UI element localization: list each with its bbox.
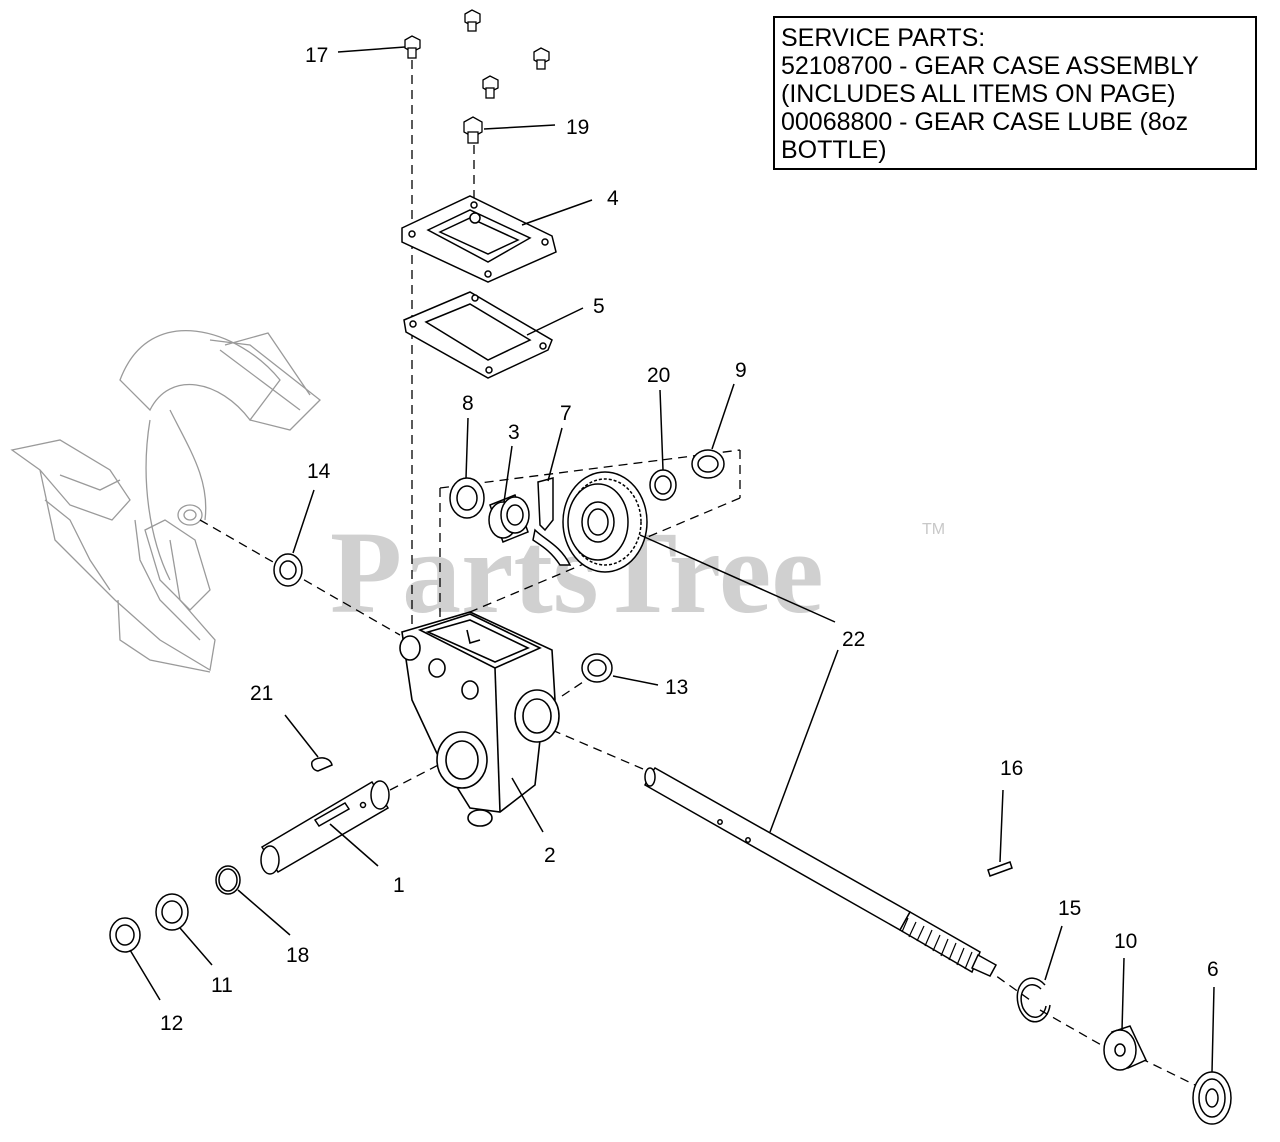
callout-16: 16 <box>1000 757 1023 780</box>
input-shaft-1 <box>260 780 390 875</box>
watermark-tm: TM <box>922 521 945 538</box>
leader-lines <box>129 46 1215 1073</box>
callout-4: 4 <box>607 187 619 210</box>
callout-12: 12 <box>160 1012 183 1035</box>
worm-shaft <box>644 767 998 977</box>
bearing-13 <box>581 653 613 683</box>
bolt-loose-b <box>533 47 550 70</box>
callout-22: 22 <box>842 628 865 651</box>
bolt-19 <box>463 116 483 144</box>
seal-14 <box>273 553 303 587</box>
callout-7: 7 <box>560 402 572 425</box>
callout-numbers: 17 19 4 5 8 3 7 20 9 14 13 22 21 16 15 1… <box>160 44 1219 1035</box>
gasket <box>403 291 553 379</box>
bolt-loose-c <box>482 75 499 99</box>
callout-1: 1 <box>393 874 405 897</box>
callout-8: 8 <box>462 392 474 415</box>
callout-18: 18 <box>286 944 309 967</box>
callout-19: 19 <box>566 116 589 139</box>
washer-20 <box>649 469 677 501</box>
callout-2: 2 <box>544 844 556 867</box>
service-parts-line-lube: 00068800 - GEAR CASE LUBE (8oz <box>781 108 1189 136</box>
callout-6: 6 <box>1207 958 1219 981</box>
bearing-9 <box>691 449 725 479</box>
callout-10: 10 <box>1114 930 1137 953</box>
callout-20: 20 <box>647 364 670 387</box>
callout-15: 15 <box>1058 897 1081 920</box>
service-parts-line-gear-case: 52108700 - GEAR CASE ASSEMBLY <box>781 52 1199 80</box>
gear-case-housing <box>399 611 560 827</box>
washer-18 <box>215 865 241 895</box>
bushing-3 <box>488 494 530 543</box>
service-parts-heading: SERVICE PARTS: <box>781 24 986 52</box>
callout-14: 14 <box>307 460 331 483</box>
service-parts-box: SERVICE PARTS: 52108700 - GEAR CASE ASSE… <box>773 16 1257 170</box>
bolt-17 <box>404 35 421 59</box>
callout-9: 9 <box>735 359 747 382</box>
callout-17: 17 <box>305 44 328 67</box>
gear-case-cover <box>401 195 557 283</box>
callout-21: 21 <box>250 682 273 705</box>
key-clip-7 <box>532 477 572 566</box>
callout-11: 11 <box>211 974 233 997</box>
bearing-11 <box>155 893 189 931</box>
callout-13: 13 <box>665 676 688 699</box>
worm-gear <box>562 471 648 573</box>
ghost-auger-housing <box>10 329 321 673</box>
bearing-8 <box>449 477 485 519</box>
bolt-loose-a <box>464 9 481 32</box>
seal-12 <box>109 917 141 953</box>
snap-ring-15 <box>1016 977 1051 1023</box>
service-parts-line-includes: (INCLUDES ALL ITEMS ON PAGE) <box>781 80 1176 108</box>
callout-3: 3 <box>508 421 520 444</box>
woodruff-key-21 <box>311 757 333 772</box>
spacer-10 <box>1103 1025 1148 1071</box>
end-cap-6 <box>1192 1071 1232 1125</box>
callout-5: 5 <box>593 295 605 318</box>
service-parts-line-bottle: BOTTLE) <box>781 136 887 164</box>
roll-pin-16 <box>987 861 1013 877</box>
